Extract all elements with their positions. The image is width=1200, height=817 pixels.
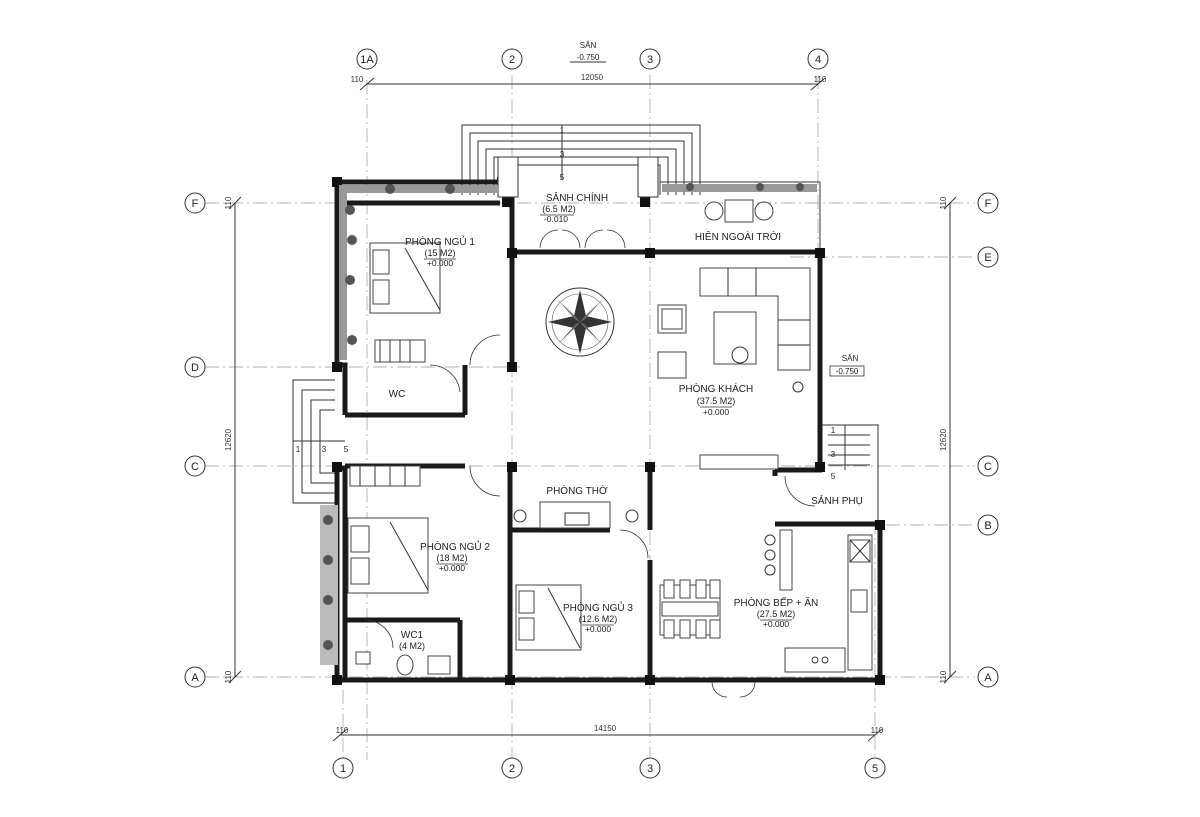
- grid-label-top: 2: [509, 54, 515, 66]
- dim-offset: 110: [224, 196, 233, 209]
- armchair-seat: [661, 308, 683, 330]
- altar-box: [564, 512, 590, 526]
- left-step-num: 5: [344, 445, 349, 454]
- room-name-tho: PHÒNG THỜ: [546, 484, 608, 497]
- room-area-ngu3: (12.6 M2): [579, 614, 618, 624]
- room-name-wc1: WC1: [401, 630, 424, 641]
- sofa: [699, 267, 811, 371]
- room-level-khach: +0.000: [703, 407, 730, 417]
- dim-bottom-total: 14150: [594, 724, 617, 733]
- dim-offset: 110: [224, 670, 233, 683]
- room-name-khach: PHÒNG KHÁCH: [679, 382, 753, 395]
- dimension-lines: [228, 77, 957, 742]
- outdoor-table-set: [704, 199, 774, 223]
- columns: [332, 177, 885, 685]
- wc-fixtures: [349, 339, 451, 676]
- room-name-bep: PHÒNG BẾP + ĂN: [734, 596, 819, 609]
- grid-label-bottom: 3: [647, 763, 653, 775]
- site-level-top: -0.750: [577, 53, 600, 62]
- dim-top-total: 12050: [581, 73, 604, 82]
- dim-offset: 110: [939, 196, 948, 209]
- grid-label-right: F: [985, 198, 992, 210]
- compass-rose-icon: [545, 287, 615, 357]
- room-name-sanh-chinh: SẢNH CHÍNH: [546, 191, 608, 204]
- room-name-wc: WC: [389, 389, 406, 400]
- room-level-ngu3: +0.000: [585, 624, 612, 634]
- grid-label-right: A: [984, 672, 992, 684]
- room-level-ngu1: +0.000: [427, 258, 454, 268]
- room-area-sanh-chinh: (6.5 M2): [542, 204, 576, 214]
- front-step-num: 3: [560, 150, 565, 159]
- dim-offset: 110: [871, 726, 884, 735]
- grid-label-left: C: [191, 461, 199, 473]
- right-steps: [820, 424, 879, 520]
- bed-3: [515, 584, 582, 651]
- level-underlines: [424, 214, 792, 626]
- dim-left-total: 12620: [224, 428, 233, 451]
- bed-2: [347, 517, 429, 594]
- altar-decor: [513, 509, 527, 523]
- room-area-khach: (37.5 M2): [697, 396, 736, 406]
- site-label-right: SÂN: [842, 354, 859, 363]
- grid-label-left: F: [192, 198, 199, 210]
- dim-right-total: 12620: [939, 428, 948, 451]
- side-table: [792, 381, 804, 393]
- room-area-ngu2: (18 M2): [436, 553, 467, 563]
- room-level-bep: +0.000: [763, 619, 790, 629]
- armchair: [657, 351, 687, 379]
- doors: [364, 229, 816, 698]
- coffee-table: [713, 311, 757, 365]
- front-steps: [461, 124, 701, 195]
- porch-pillar: [637, 156, 659, 198]
- grid-label-left: A: [191, 672, 199, 684]
- grid-label-top: 1A: [360, 54, 374, 66]
- grid-label-bottom: 1: [340, 763, 346, 775]
- altar-decor: [625, 509, 639, 523]
- room-name-ngu3: PHÒNG NGỦ 3: [563, 601, 633, 614]
- room-name-ngu2: PHÒNG NGỦ 2: [420, 540, 490, 553]
- left-steps: [292, 379, 345, 504]
- grid-label-top: 4: [815, 54, 821, 66]
- porch-pillar: [497, 156, 519, 198]
- site-level-right: -0.750: [836, 367, 859, 376]
- front-step-num: 1: [560, 126, 565, 135]
- grid-label-right: E: [984, 252, 991, 264]
- dim-offset: 110: [336, 726, 349, 735]
- dim-offset: 110: [814, 75, 827, 84]
- room-area-bep: (27.5 M2): [757, 609, 796, 619]
- left-step-num: 1: [296, 445, 301, 454]
- kitchen-counter: [764, 529, 873, 673]
- plant-pot-icon: [731, 346, 749, 364]
- grid-label-right: B: [984, 520, 991, 532]
- room-name-sanh-phu: SẢNH PHỤ: [811, 494, 863, 507]
- planters: [320, 183, 817, 665]
- dim-offset: 110: [939, 670, 948, 683]
- room-level-sanh-chinh: -0.010: [544, 214, 568, 224]
- room-name-ngu1: PHÒNG NGỦ 1: [405, 235, 475, 248]
- left-step-num: 3: [322, 445, 327, 454]
- room-area-ngu1: (15 M2): [424, 248, 455, 258]
- grid-label-left: D: [191, 362, 199, 374]
- grid-label-right: C: [984, 461, 992, 473]
- grid-label-bottom: 2: [509, 763, 515, 775]
- tv-cabinet: [699, 454, 779, 470]
- room-level-ngu2: +0.000: [439, 563, 466, 573]
- bed-1: [369, 242, 441, 314]
- grid-label-bottom: 5: [872, 763, 878, 775]
- front-step-num: 5: [560, 173, 565, 182]
- room-area-wc1: (4 M2): [399, 641, 425, 651]
- grid-bubbles: [184, 48, 999, 779]
- dining-table: [659, 579, 721, 639]
- dim-offset: 110: [351, 75, 364, 84]
- site-label-top: SÂN: [580, 41, 597, 50]
- right-step-num: 1: [831, 426, 836, 435]
- right-step-num: 5: [831, 472, 836, 481]
- grid-label-top: 3: [647, 54, 653, 66]
- right-step-num: 3: [831, 450, 836, 459]
- room-name-hien: HIÊN NGOÀI TRỜI: [695, 230, 781, 243]
